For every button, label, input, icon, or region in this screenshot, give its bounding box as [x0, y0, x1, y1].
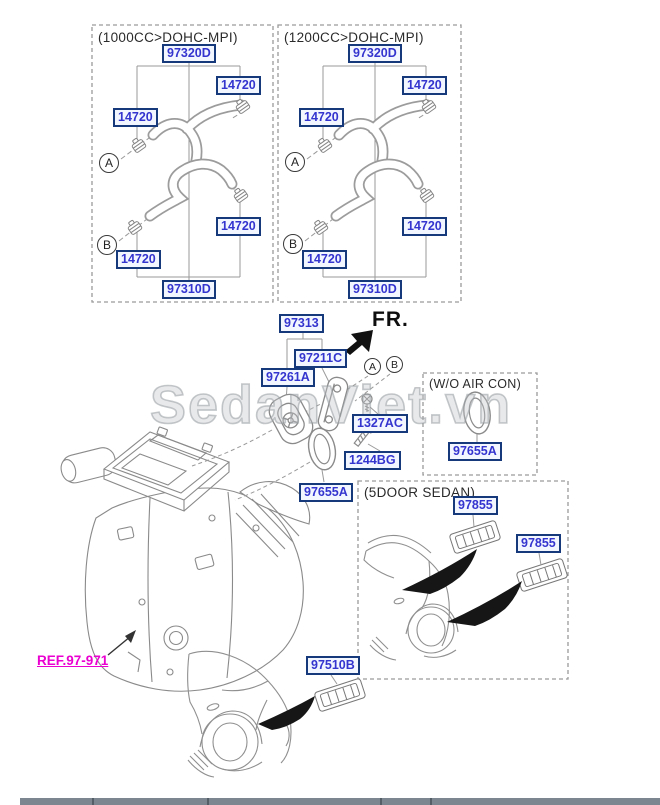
table-column-divider [430, 798, 432, 805]
part-callout-97855[interactable]: 97855 [516, 534, 561, 553]
engine-box-title-1000cc: (1000CC>DOHC-MPI) [98, 30, 238, 45]
part-callout-97211c[interactable]: 97211C [294, 349, 348, 368]
extractor-grille-left-drawing [448, 519, 502, 555]
part-callout-14720[interactable]: 14720 [299, 108, 344, 127]
part-callout-97261a[interactable]: 97261A [261, 368, 315, 387]
part-callout-97655a[interactable]: 97655A [448, 442, 502, 461]
view-marker-a: A [364, 358, 381, 375]
part-callout-97320d[interactable]: 97320D [348, 44, 402, 63]
part-callout-97310d[interactable]: 97310D [162, 280, 216, 299]
part-callout-97320d[interactable]: 97320D [162, 44, 216, 63]
part-callout-14720[interactable]: 14720 [402, 217, 447, 236]
hatchback-rear-quarter-drawing [363, 535, 459, 661]
part-callout-14720[interactable]: 14720 [113, 108, 158, 127]
table-column-divider [207, 798, 209, 805]
view-marker-a: A [285, 152, 305, 172]
extractor-leaders [472, 514, 542, 566]
view-marker-b: B [97, 235, 117, 255]
location-arrow-bottom-icon [258, 696, 315, 730]
location-arrow-right-icon [447, 581, 522, 626]
view-marker-b: B [386, 356, 403, 373]
location-arrow-left-icon [402, 549, 477, 594]
part-callout-97313[interactable]: 97313 [279, 314, 324, 333]
fr-direction-arrow-icon [345, 330, 373, 355]
five-door-sedan-box-title: (5DOOR SEDAN) [364, 485, 476, 500]
part-callout-1327ac[interactable]: 1327AC [352, 414, 408, 433]
part-callout-14720[interactable]: 14720 [302, 250, 347, 269]
table-column-divider [380, 798, 382, 805]
part-callout-97310d[interactable]: 97310D [348, 280, 402, 299]
part-callout-97855[interactable]: 97855 [453, 496, 498, 515]
part-callout-97510b[interactable]: 97510B [306, 656, 360, 675]
view-marker-a: A [99, 153, 119, 173]
dashed-boxes [91, 24, 569, 680]
watermark-text: SedanViet.vn [149, 374, 513, 436]
part-callout-14720[interactable]: 14720 [216, 76, 261, 95]
table-column-divider [92, 798, 94, 805]
parts-table-header-edge [20, 798, 660, 805]
extractor-grille-right-drawing [515, 557, 569, 593]
fr-direction-label: FR. [372, 308, 409, 331]
part-callout-14720[interactable]: 14720 [116, 250, 161, 269]
wo-aircon-seal-drawing [460, 389, 494, 442]
ref-97-971-link[interactable]: REF.97-971 [37, 653, 109, 668]
wo-aircon-box-title: (W/O AIR CON) [429, 377, 522, 391]
heater-blower-unit-drawing [60, 426, 311, 692]
part-callout-97655a[interactable]: 97655A [299, 483, 353, 502]
body-vent-leader [330, 674, 338, 685]
sedan-rear-quarter-drawing [187, 650, 292, 778]
part-callout-1244bg[interactable]: 1244BG [344, 451, 401, 470]
view-marker-b: B [283, 234, 303, 254]
body-vent-grille-drawing [313, 677, 367, 713]
part-callout-14720[interactable]: 14720 [402, 76, 447, 95]
ref-arrow-icon [107, 630, 136, 656]
part-callout-14720[interactable]: 14720 [216, 217, 261, 236]
engine-box-title-1200cc: (1200CC>DOHC-MPI) [284, 30, 424, 45]
heater-tube-assembly-drawing [191, 333, 391, 501]
